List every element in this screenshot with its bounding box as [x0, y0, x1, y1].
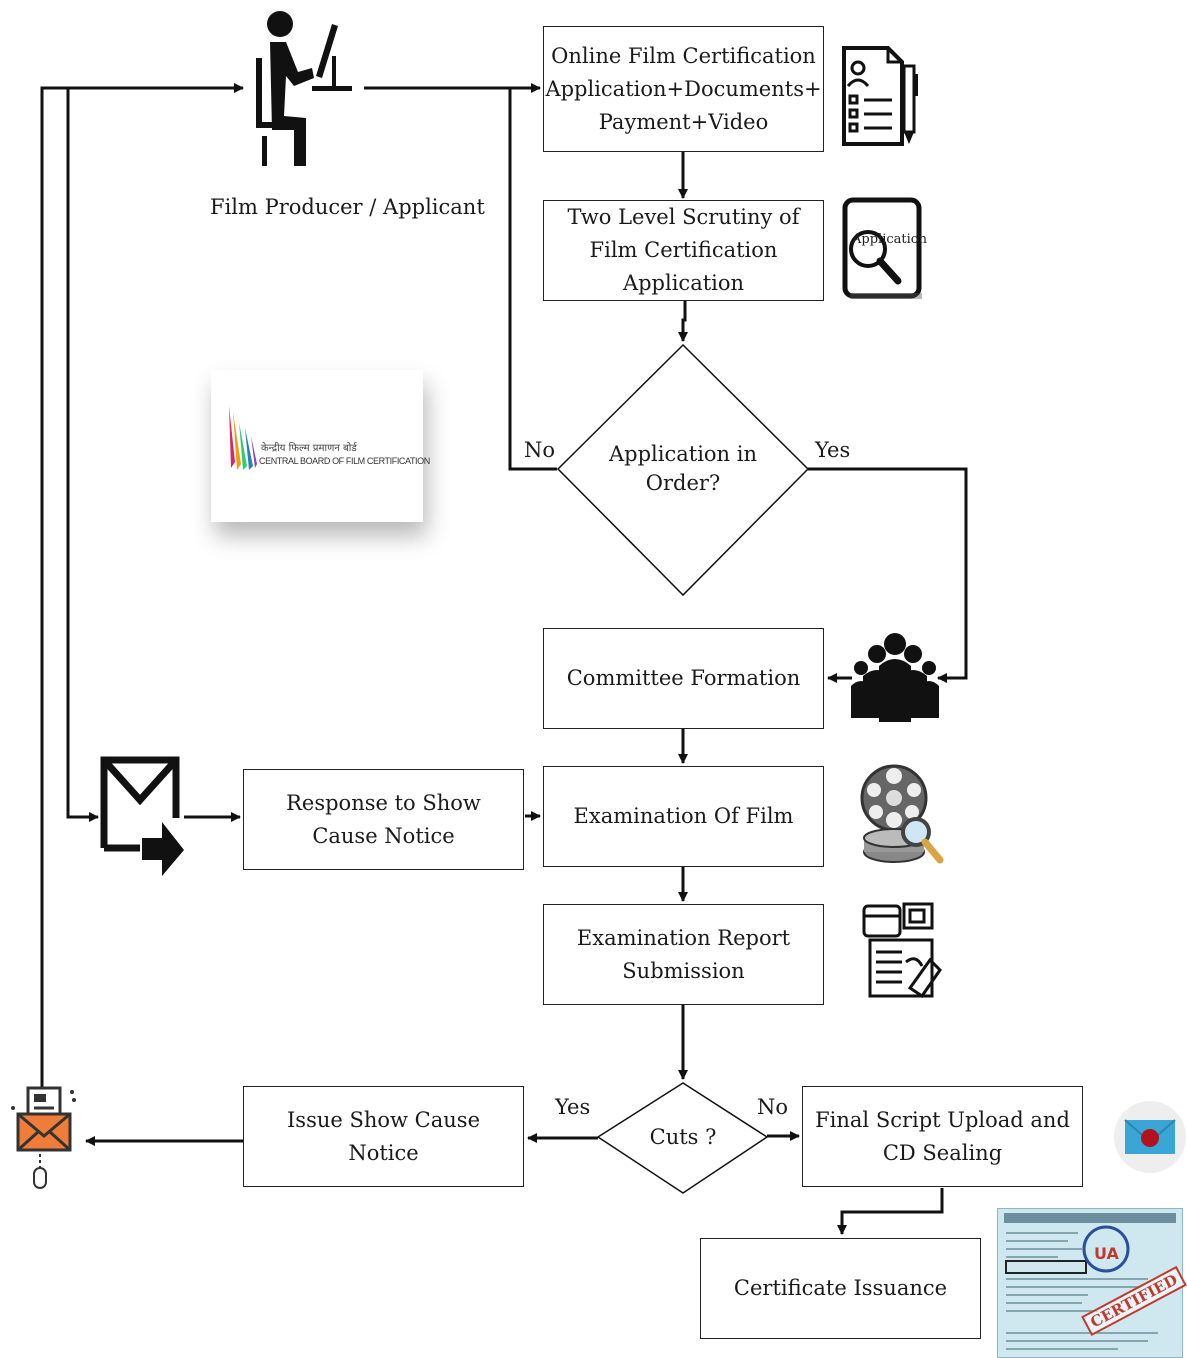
arrow-final-to-certificate	[837, 1188, 944, 1235]
issue-notice-box: Issue Show Cause Notice	[243, 1086, 524, 1187]
decision-order-text: Application in Order?	[608, 442, 757, 495]
decision-cuts-text: Cuts ?	[649, 1125, 717, 1149]
arrow-scrutiny-to-decision	[678, 301, 688, 342]
certificate-document-icon	[1004, 1213, 1176, 1350]
committee-people-icon	[851, 633, 939, 722]
committee-text: Committee Formation	[566, 666, 801, 690]
scrutiny-text: Two Level Scrutiny of Film Certification…	[567, 205, 800, 295]
application-search-icon	[842, 197, 922, 299]
final-script-box: Final Script Upload and CD Sealing	[802, 1086, 1083, 1187]
show-cause-mail-icon	[11, 1086, 76, 1189]
examination-text: Examination Of Film	[573, 804, 794, 828]
sealed-envelope-icon	[1114, 1101, 1186, 1173]
cuts-no-label: No	[757, 1095, 789, 1119]
report-box: Examination Report Submission	[543, 904, 824, 1005]
examination-report-icon	[862, 902, 942, 999]
response-envelope-icon	[100, 756, 184, 876]
application-document-icon	[842, 46, 918, 146]
certificate-rating-text: UA	[1094, 1244, 1119, 1263]
cbfc-name-english: CENTRAL BOARD OF FILM CERTIFICATION	[259, 456, 430, 466]
cbfc-emblem-icon	[229, 406, 257, 470]
online-application-text: Online Film Certification Application+Do…	[545, 43, 822, 134]
arrow-yes-to-committee-icon	[808, 467, 968, 683]
response-text: Response to Show Cause Notice	[286, 790, 481, 848]
decision-cuts-shape	[596, 1082, 769, 1194]
producer-label: Film Producer / Applicant	[210, 195, 485, 219]
committee-box: Committee Formation	[543, 628, 824, 729]
arrow-mail-loop-to-producer	[40, 83, 244, 1088]
examination-box: Examination Of Film	[543, 766, 824, 867]
cbfc-name-hindi: केन्द्रीय फिल्म प्रमाणन बोर्ड	[261, 443, 357, 454]
arrow-no-back-to-application	[508, 88, 557, 471]
order-no-label: No	[524, 438, 556, 462]
decision-order-shape	[556, 343, 810, 597]
report-text: Examination Report Submission	[576, 925, 791, 983]
certificate-text: Certificate Issuance	[733, 1276, 948, 1300]
certificate-box: Certificate Issuance	[700, 1238, 981, 1339]
online-application-box: Online Film Certification Application+Do…	[543, 26, 824, 152]
arrow-loop-to-envelope	[66, 88, 99, 822]
cuts-yes-label: Yes	[555, 1095, 591, 1119]
film-reel-search-icon	[860, 764, 944, 864]
application-icon-text: Application	[852, 232, 927, 247]
scrutiny-box: Two Level Scrutiny of Film Certification…	[543, 200, 824, 301]
issue-notice-text: Issue Show Cause Notice	[287, 1107, 480, 1165]
producer-computer-icon	[256, 11, 352, 166]
cbfc-logo: केन्द्रीय फिल्म प्रमाणन बोर्ड CENTRAL BO…	[211, 370, 430, 522]
final-script-text: Final Script Upload and CD Sealing	[815, 1107, 1070, 1165]
order-yes-label: Yes	[815, 438, 851, 462]
response-box: Response to Show Cause Notice	[243, 769, 524, 870]
